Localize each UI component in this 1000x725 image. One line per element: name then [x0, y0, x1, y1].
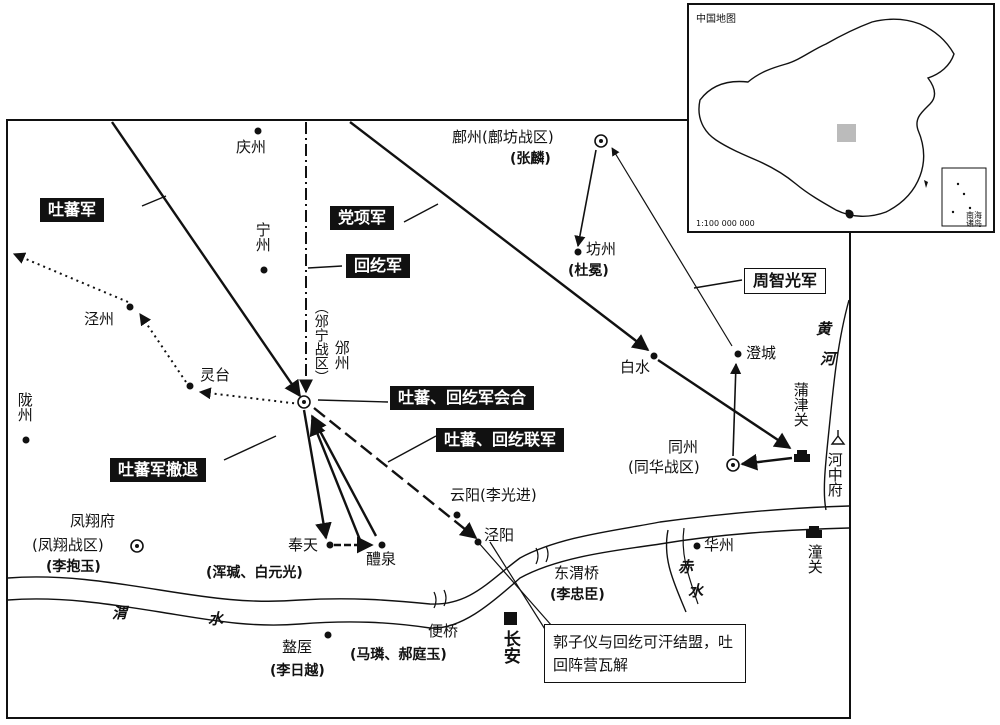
place-liquan: 醴泉 [366, 550, 397, 568]
place-binzhou: 邠州 [332, 340, 351, 370]
label-tubo-army: 吐蕃军 [40, 198, 105, 222]
place-zhouzhi: 盩厔 [282, 638, 313, 656]
place-dongweiqiao-cmd: (李忠臣) [550, 587, 605, 603]
pujinguan-gate [794, 450, 810, 462]
river-huang-2: 河 [820, 350, 836, 368]
inset-title: 中国地图 [696, 14, 736, 25]
inset-nanhai: 南海诸岛 [966, 211, 982, 228]
place-yunyang: 云阳(李光进) [450, 486, 537, 504]
place-jingyang: 泾阳 [484, 526, 515, 544]
china-outline [698, 18, 955, 217]
river-wei-2: 水 [208, 610, 224, 628]
alliance-note: 郭子仪与回纥可汗结盟，吐回阵营瓦解 [544, 624, 746, 683]
label-dangxiang-army: 党项军 [330, 206, 395, 230]
place-bianqiao: 便桥 [428, 622, 459, 640]
place-binning: （邠宁战区） [312, 300, 329, 384]
place-tongzhou: 同州 [668, 438, 699, 456]
map-frame [6, 119, 851, 719]
place-bianqiao-cmd: (马璘、郝庭玉) [350, 647, 447, 663]
place-longzhou: 陇州 [15, 392, 34, 422]
inset-scale: 1:100 000 000 [696, 219, 755, 228]
label-huihe-army: 回纥军 [346, 254, 411, 278]
place-lingtai: 灵台 [200, 366, 231, 384]
wei-river [7, 505, 850, 605]
place-chengcheng: 澄城 [746, 344, 777, 362]
place-fengxiang-cmd: (李抱玉) [46, 559, 101, 575]
tongguan-gate [806, 526, 822, 538]
place-tongguan: 潼关 [805, 544, 824, 574]
inset-highlight [837, 124, 856, 142]
place-fengtian: 奉天 [288, 536, 319, 554]
label-join: 吐蕃、回纥军会合 [390, 386, 535, 410]
place-fangzhou-cmd: (杜冕) [568, 263, 609, 279]
hezhongfu-mark [830, 430, 846, 445]
place-hezhongfu: 河中府 [825, 452, 844, 497]
place-fuzhou: 鄜州(鄜坊战区) [452, 128, 554, 146]
place-fangzhou: 坊州 [586, 240, 617, 258]
yellow-river [823, 299, 850, 511]
river-chi-2: 水 [688, 582, 704, 600]
place-jingzhou: 泾州 [84, 310, 115, 328]
place-changan: 长安 [499, 630, 520, 664]
place-fengxiangfu: 凤翔府 [70, 512, 116, 530]
place-pujinguan: 蒲津关 [791, 382, 810, 427]
place-fengxiang-zone: (凤翔战区) [32, 536, 104, 554]
river-huang-1: 黄 [816, 320, 832, 338]
place-zhouzhi-cmd: (李日越) [270, 663, 325, 679]
place-dongweiqiao: 东渭桥 [554, 564, 600, 582]
changan-square [504, 612, 517, 625]
label-retreat: 吐蕃军撤退 [110, 458, 207, 482]
place-baishui: 白水 [620, 358, 651, 376]
label-zhouzhiguang: 周智光军 [744, 268, 827, 294]
river-wei-1: 渭 [112, 604, 128, 622]
label-allied: 吐蕃、回纥联军 [436, 428, 565, 452]
south-sea-box [941, 167, 987, 227]
place-huazhou: 华州 [704, 536, 735, 554]
chi-river [665, 529, 687, 613]
place-fengtian-cmd: (浑瑊、白元光) [206, 565, 303, 581]
river-chi-1: 赤 [678, 558, 694, 576]
place-qingzhou: 庆州 [236, 138, 267, 156]
place-tonghua: (同华战区) [628, 458, 700, 476]
place-ningzhou: 宁州 [253, 222, 272, 252]
place-fuzhou-cmd: (张麟) [510, 151, 551, 167]
